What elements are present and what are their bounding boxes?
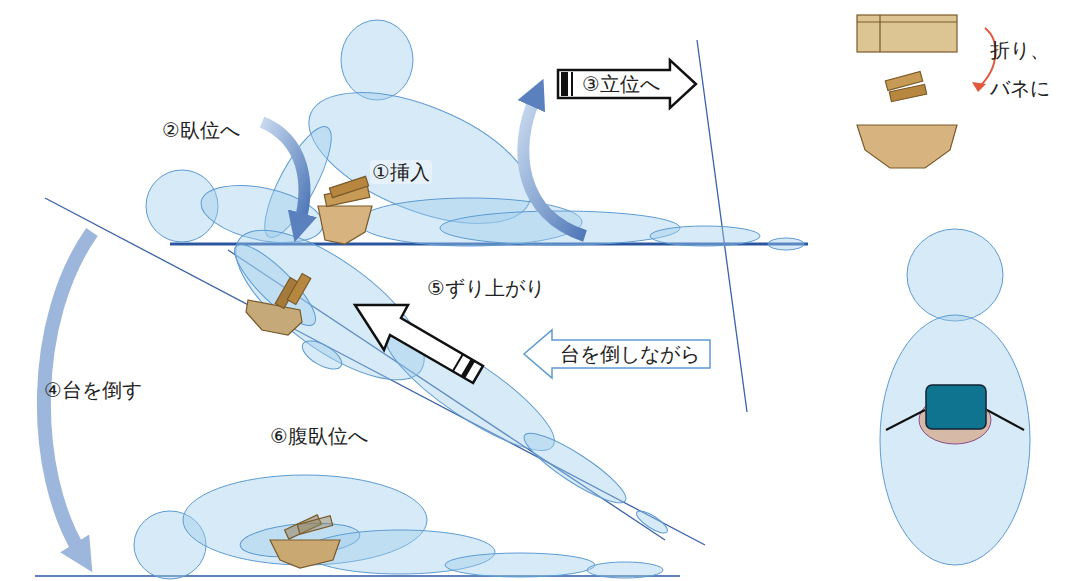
step-label: バネに bbox=[988, 76, 1052, 100]
device-parts bbox=[857, 15, 995, 168]
arrow-box: 台を倒しながら bbox=[526, 334, 710, 374]
top-view bbox=[880, 229, 1030, 565]
slide-up-arrow bbox=[355, 305, 483, 383]
figure-prone bbox=[134, 475, 663, 579]
step-label: ②臥位へ bbox=[160, 118, 242, 142]
arrow-stripe bbox=[561, 72, 568, 96]
arrow-stripe bbox=[571, 72, 573, 96]
arrow-box: ③立位へ bbox=[558, 64, 690, 104]
step-label: ⑥腹臥位へ bbox=[268, 424, 370, 448]
arrow-text: ③立位へ bbox=[582, 72, 660, 96]
motion-arrows bbox=[44, 98, 585, 552]
step-label: ④台を倒す bbox=[42, 378, 144, 402]
step-label: ⑤ずり上がり bbox=[425, 276, 547, 300]
step-label: 折り、 bbox=[988, 38, 1052, 62]
step-label: ①挿入 bbox=[370, 160, 432, 184]
arrow-text: 台を倒しながら bbox=[560, 342, 700, 366]
device bbox=[246, 176, 372, 568]
floor-line bbox=[35, 575, 680, 577]
guide-lines bbox=[35, 40, 808, 576]
figure-top bbox=[146, 20, 804, 252]
arrow-outline-path bbox=[524, 330, 710, 378]
arrow-outline-path bbox=[558, 60, 696, 108]
